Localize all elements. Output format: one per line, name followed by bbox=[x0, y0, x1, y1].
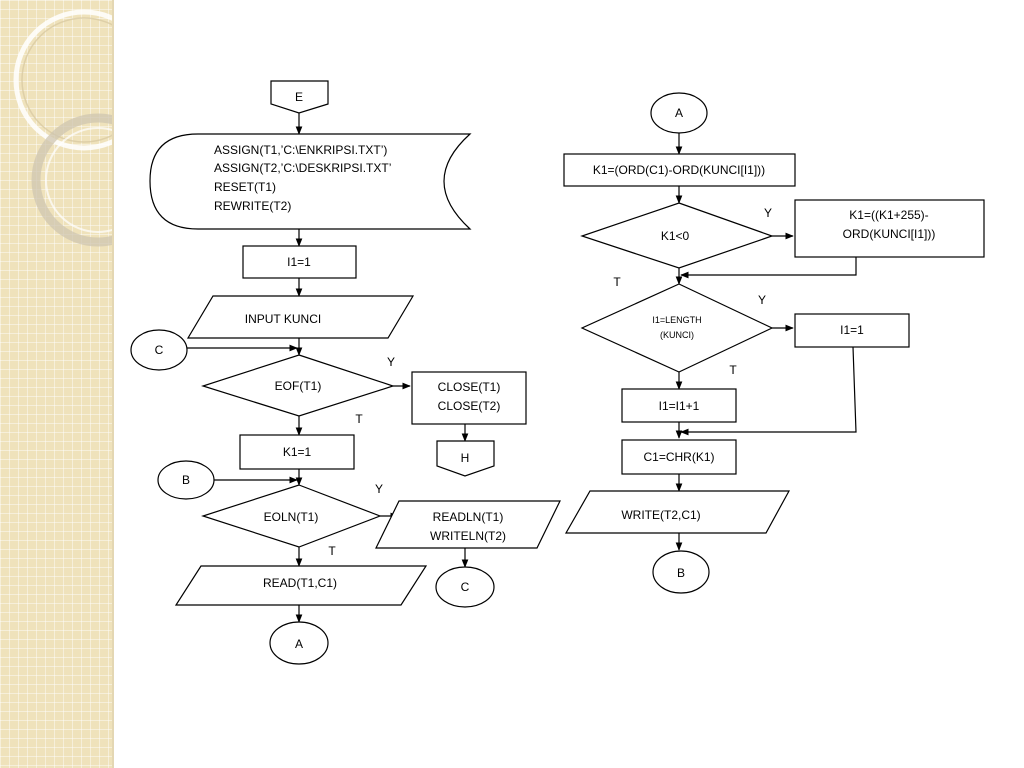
readln-line-2: WRITELN(T2) bbox=[430, 529, 506, 543]
k1-adjust-line-1: K1=((K1+255)- bbox=[849, 208, 928, 222]
i1-init-process: I1=1 bbox=[242, 245, 357, 279]
connector-a-out: A bbox=[269, 621, 329, 665]
assign-stored-data: ASSIGN(T1,’C:\ENKRIPSI.TXT’) ASSIGN(T2,’… bbox=[149, 133, 472, 230]
sidebar-circles-ornament bbox=[13, 9, 114, 247]
connector-a-in-label: A bbox=[675, 106, 683, 120]
k1-adjust-line-2: ORD(KUNCI[I1])) bbox=[843, 227, 936, 241]
write-io: WRITE(T2,C1) bbox=[564, 490, 791, 534]
k1-negative-label: K1<0 bbox=[661, 229, 690, 243]
connector-b-out: B bbox=[652, 550, 710, 594]
write-io-label: WRITE(T2,C1) bbox=[621, 508, 700, 522]
length-no-label: T bbox=[729, 363, 737, 377]
c1-chr-process: C1=CHR(K1) bbox=[621, 439, 737, 475]
i1-reset-process: I1=1 bbox=[794, 313, 910, 348]
eoln-decision: EOLN(T1) bbox=[201, 484, 382, 548]
k1-negative-no-label: T bbox=[613, 275, 621, 289]
length-yes-label: Y bbox=[758, 293, 766, 307]
close-process: CLOSE(T1) CLOSE(T2) bbox=[411, 371, 527, 425]
k1-negative-yes-label: Y bbox=[764, 206, 772, 220]
connector-lines-right bbox=[675, 132, 857, 551]
sidebar-edge bbox=[112, 0, 114, 768]
k1-calc-process: K1=(ORD(C1)-ORD(KUNCI[I1])) bbox=[563, 153, 796, 187]
assign-line-4: REWRITE(T2) bbox=[214, 199, 291, 213]
k1-calc-label: K1=(ORD(C1)-ORD(KUNCI[I1])) bbox=[593, 163, 765, 177]
connector-a-out-label: A bbox=[295, 637, 303, 651]
k1-init-process: K1=1 bbox=[239, 434, 355, 470]
i1-reset-label: I1=1 bbox=[840, 323, 864, 337]
assign-line-1: ASSIGN(T1,’C:\ENKRIPSI.TXT’) bbox=[214, 143, 387, 157]
k1-negative-decision: K1<0 bbox=[580, 202, 774, 269]
connector-lines-left bbox=[186, 113, 469, 623]
k1-init-label: K1=1 bbox=[283, 445, 312, 459]
close-line-2: CLOSE(T2) bbox=[438, 399, 501, 413]
readln-writeln-io: READLN(T1) WRITELN(T2) bbox=[375, 500, 561, 549]
connector-c-out-label: C bbox=[461, 580, 470, 594]
k1-adjust-process: K1=((K1+255)- ORD(KUNCI[I1])) bbox=[794, 199, 985, 258]
close-line-1: CLOSE(T1) bbox=[438, 380, 501, 394]
length-decision: I1=LENGTH (KUNCI) bbox=[580, 283, 774, 373]
readln-line-1: READLN(T1) bbox=[433, 510, 504, 524]
read-io: READ(T1,C1) bbox=[174, 565, 428, 606]
length-decision-line-2: (KUNCI) bbox=[660, 330, 694, 340]
eof-decision: EOF(T1) bbox=[201, 354, 395, 417]
length-decision-line-1: I1=LENGTH bbox=[652, 315, 701, 325]
input-kunci-label: INPUT KUNCI bbox=[245, 312, 321, 326]
eoln-decision-label: EOLN(T1) bbox=[264, 510, 319, 524]
eof-decision-label: EOF(T1) bbox=[275, 379, 322, 393]
assign-line-3: RESET(T1) bbox=[214, 180, 276, 194]
eoln-yes-label: Y bbox=[375, 482, 383, 496]
connector-h: H bbox=[436, 440, 495, 477]
connector-b-in-label: B bbox=[182, 473, 190, 487]
c1-chr-label: C1=CHR(K1) bbox=[643, 450, 714, 464]
i1-increment-label: I1=I1+1 bbox=[659, 399, 700, 413]
connector-c-out: C bbox=[435, 566, 495, 608]
decorative-sidebar bbox=[0, 0, 114, 768]
connector-e: E bbox=[270, 80, 329, 114]
eoln-no-label: T bbox=[328, 544, 336, 558]
connector-a-in: A bbox=[650, 92, 708, 134]
assign-line-2: ASSIGN(T2,’C:\DESKRIPSI.TXT’ bbox=[214, 161, 391, 175]
input-kunci-io: INPUT KUNCI bbox=[186, 295, 415, 339]
connector-c-in: C bbox=[130, 329, 188, 371]
i1-init-label: I1=1 bbox=[287, 255, 311, 269]
connector-c-in-label: C bbox=[155, 343, 164, 357]
connector-e-label: E bbox=[295, 90, 303, 104]
connector-h-label: H bbox=[461, 451, 470, 465]
eof-yes-label: Y bbox=[387, 355, 395, 369]
connector-b-out-label: B bbox=[677, 566, 685, 580]
read-io-label: READ(T1,C1) bbox=[263, 576, 337, 590]
eof-no-label: T bbox=[355, 412, 363, 426]
connector-b-in: B bbox=[157, 460, 215, 500]
i1-increment-process: I1=I1+1 bbox=[621, 388, 737, 423]
